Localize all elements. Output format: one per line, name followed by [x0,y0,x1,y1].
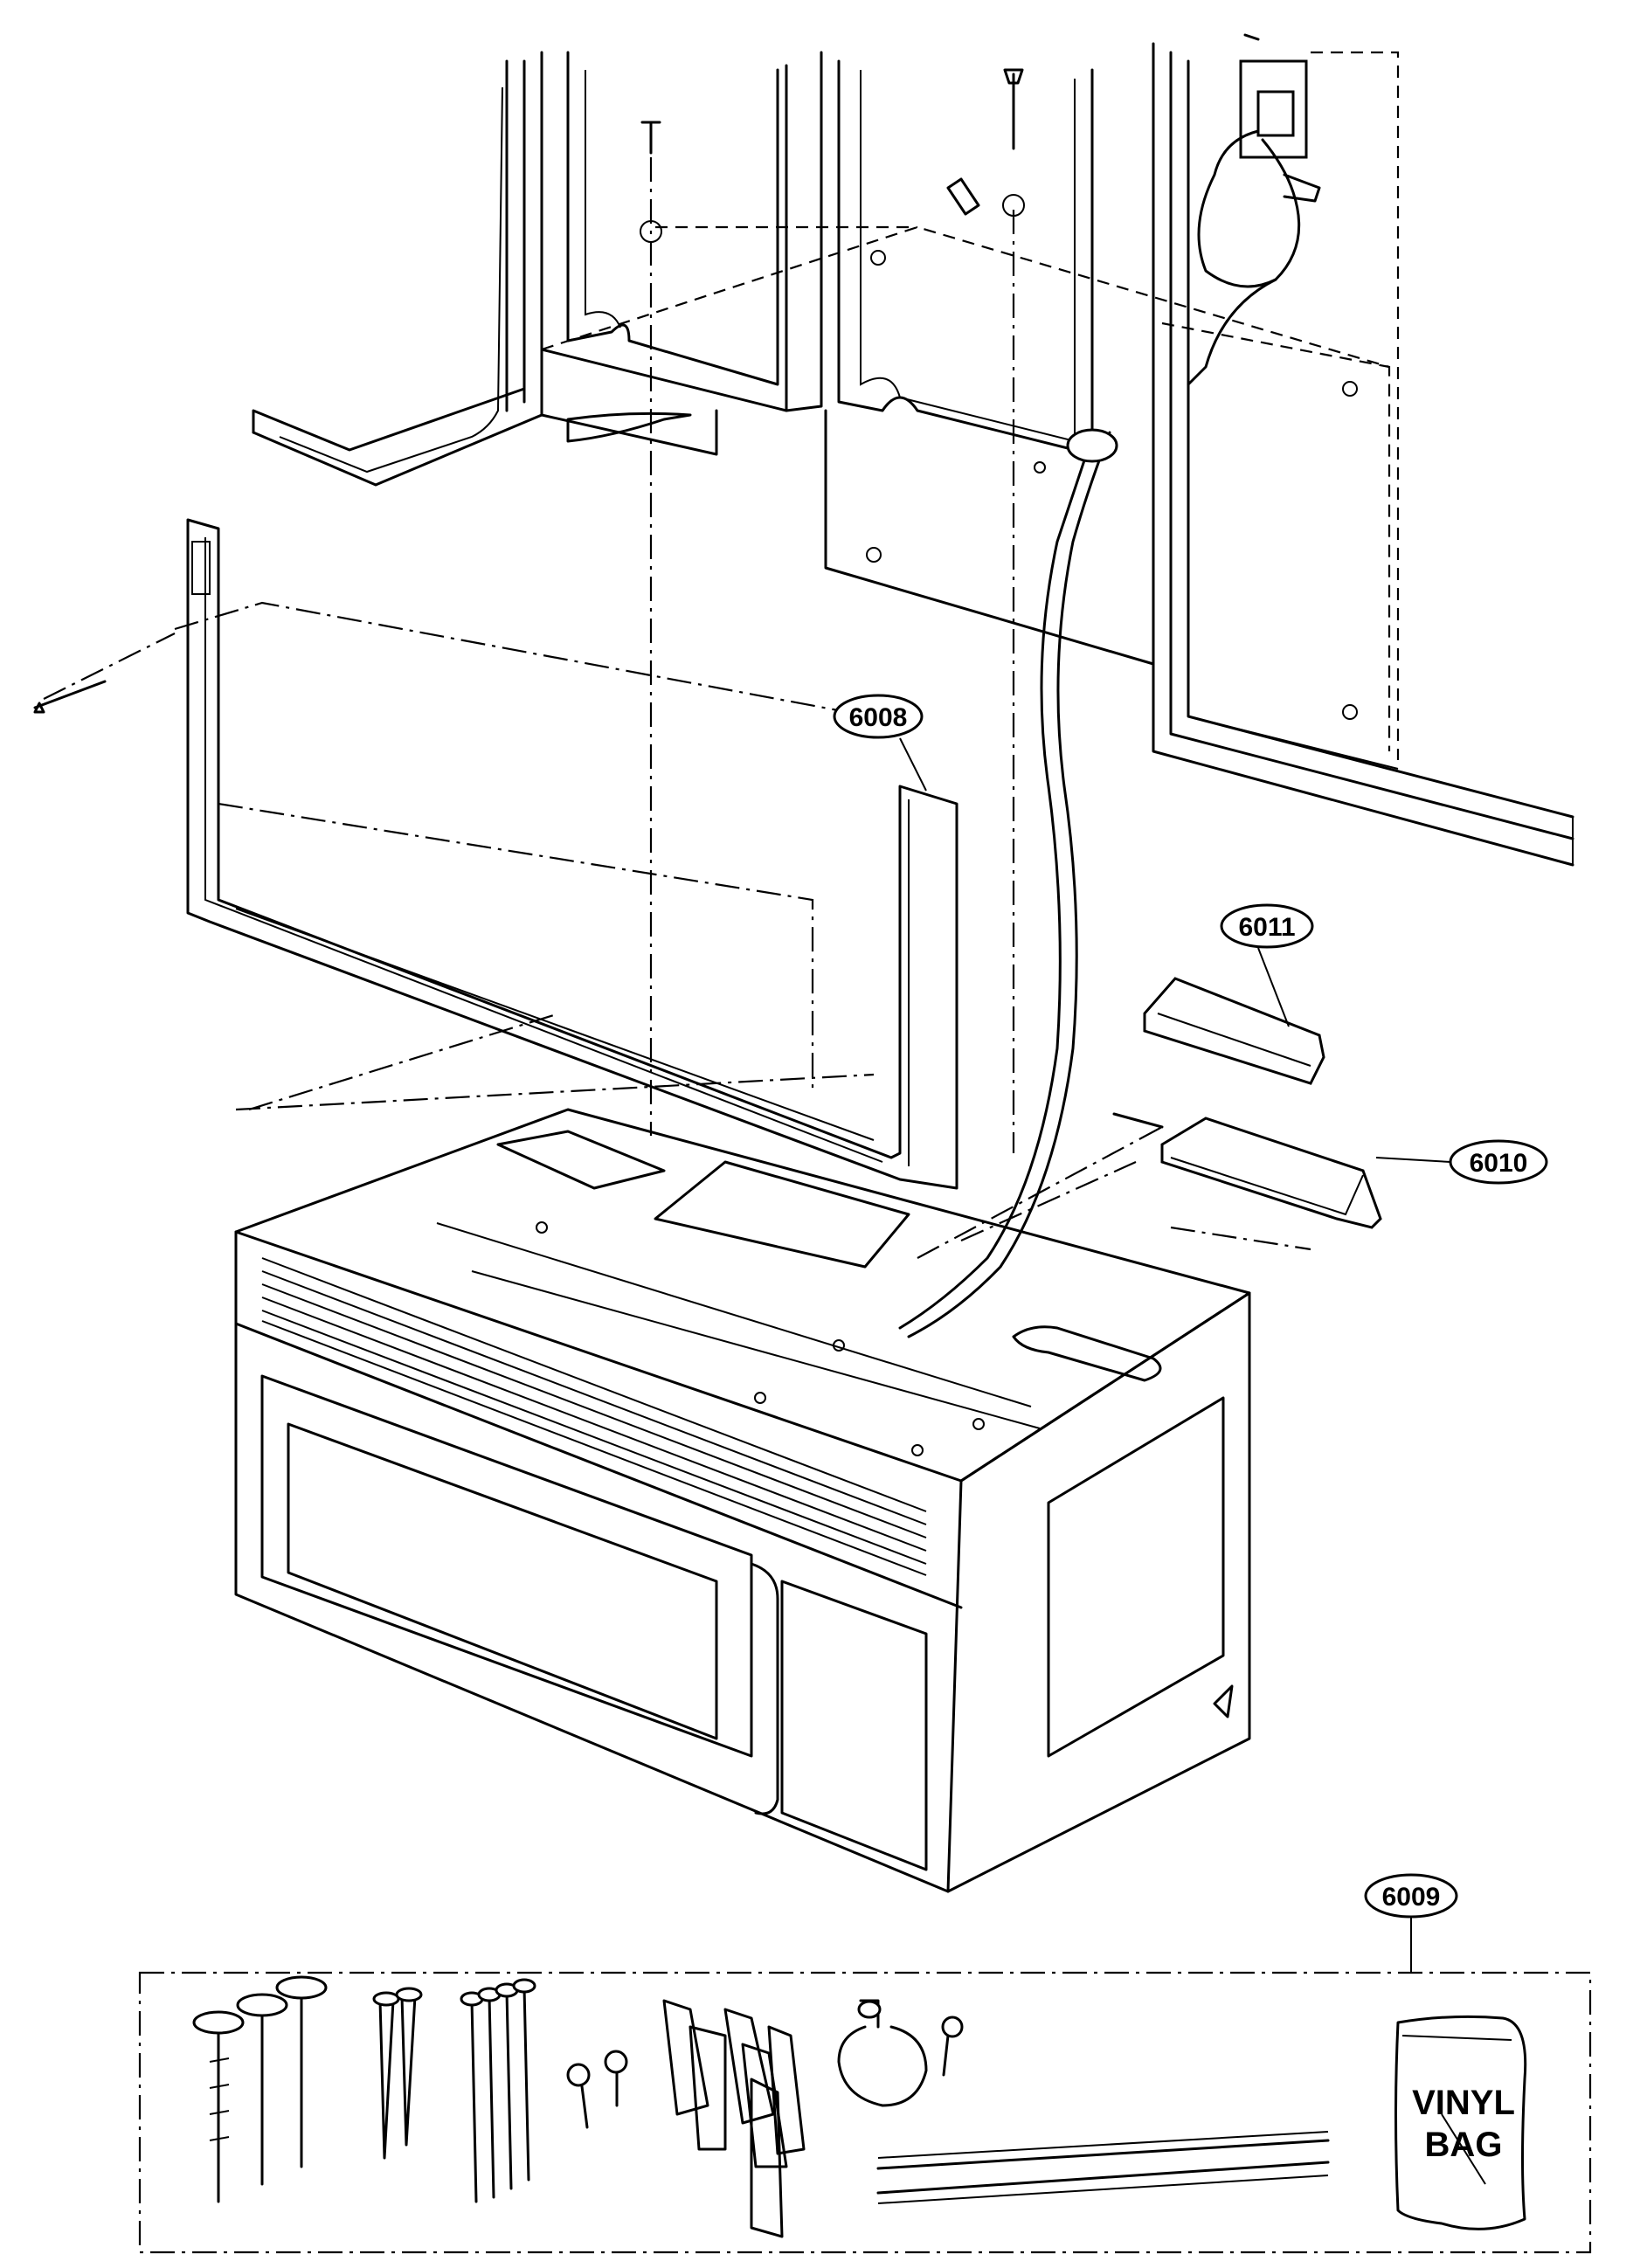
wall-cabinets [252,42,1574,867]
callout-6009: 6009 [1364,1873,1458,1973]
callout-6008: 6008 [833,694,927,792]
callout-6009-label: 6009 [1382,1883,1441,1912]
callout-6008-label: 6008 [849,703,908,732]
cable-clamp [837,1999,964,2107]
toggle-bolts [460,1978,536,2203]
toggle-wings [662,1999,806,2238]
part-6011 [1143,977,1325,1085]
part-6010 [917,1112,1382,1259]
mounting-plate [33,518,958,1190]
vinyl-bag-label-line2: BAG [1425,2126,1503,2164]
wall-outlet-and-cord [898,59,1321,1338]
callout-6011-label: 6011 [1238,913,1295,942]
long-screws [192,1975,328,2203]
springs [876,2131,1330,2204]
hardware-kit-box: VINYL BAG [138,1971,1592,2254]
callout-6010-label: 6010 [1470,1149,1528,1178]
callout-6010: 6010 [1375,1139,1548,1185]
microwave-oven [234,1108,1251,1893]
callout-6011: 6011 [1220,903,1314,1027]
short-screws [566,2050,628,2129]
anchors [372,1987,423,2160]
vinyl-bag-label-line1: VINYL [1412,2084,1515,2122]
top-screws [640,33,1260,1153]
vinyl-bag: VINYL BAG [1394,2015,1527,2230]
